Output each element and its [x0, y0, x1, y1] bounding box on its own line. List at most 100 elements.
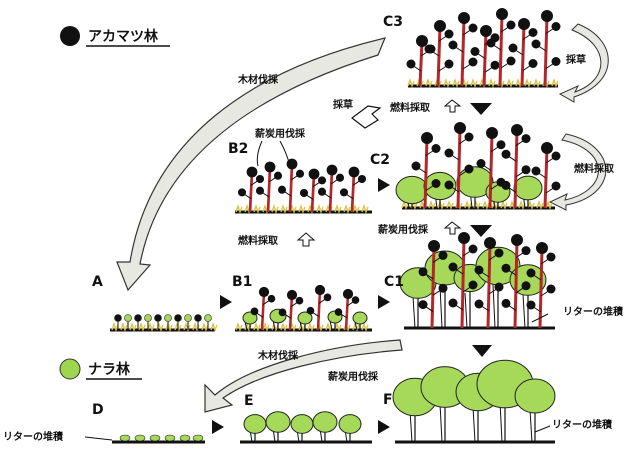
- pine-crown: [507, 57, 516, 66]
- pine-crown: [335, 308, 343, 316]
- right-arrow-d-e: [212, 420, 224, 434]
- seedling-crown: [175, 315, 182, 322]
- pine-crown: [541, 10, 553, 22]
- pine-crown: [428, 240, 440, 252]
- pine-crown: [412, 162, 421, 171]
- oak-crown: [244, 415, 266, 434]
- note-fuel-c3: 燃料採取: [390, 101, 431, 114]
- pine-crown: [445, 149, 454, 158]
- pine-crown: [407, 60, 416, 69]
- pine-crown: [309, 169, 320, 180]
- seedling-crown: [135, 435, 145, 441]
- oak-trunk: [413, 297, 415, 329]
- charcoal-arrow-c2: [445, 222, 460, 234]
- oak-crown: [514, 176, 542, 200]
- pine-crown: [318, 176, 326, 184]
- pine-crown: [502, 150, 511, 159]
- fuel-arrow-b2: [298, 233, 314, 246]
- pine-crown: [445, 60, 454, 69]
- note-charcoal-bottom: 薪炭用伐採: [328, 370, 379, 383]
- pine-crown: [278, 186, 286, 194]
- pine-crown: [541, 142, 553, 154]
- pine-crown: [296, 170, 304, 178]
- pine-crown: [265, 162, 276, 173]
- pine-crown: [416, 35, 428, 47]
- pine-crown: [475, 300, 484, 309]
- oak-crown: [291, 415, 313, 434]
- pine-crown: [469, 245, 478, 254]
- pine-crown: [287, 290, 297, 300]
- pine-trunk: [268, 167, 270, 212]
- pine-crown: [532, 40, 541, 49]
- grass-arrow: [352, 106, 380, 128]
- seedling-crown: [125, 315, 132, 322]
- seedling-crown: [115, 315, 122, 322]
- pine-crown: [465, 133, 474, 142]
- pine-crown: [471, 47, 480, 56]
- pine-crown: [477, 159, 486, 168]
- nara-legend-dot: [60, 359, 80, 379]
- down-arrow-c2-c1: [470, 225, 492, 237]
- pine-crown: [315, 285, 325, 295]
- oak-crown: [515, 379, 555, 413]
- pine-crown: [358, 175, 366, 183]
- pine-crown: [502, 181, 511, 190]
- pine-crown: [484, 237, 496, 249]
- right-arrow-b1-c1: [378, 295, 390, 309]
- seedling-crown: [195, 315, 202, 322]
- pine-trunk: [352, 172, 354, 212]
- note-timber-bottom: 木材伐採: [257, 349, 299, 362]
- oak-crown: [313, 412, 337, 432]
- pine-crown: [439, 284, 448, 293]
- pine-trunk: [420, 41, 422, 86]
- pine-crown: [495, 283, 504, 292]
- pine-crown: [279, 309, 287, 317]
- pine-crown: [324, 294, 332, 302]
- oak-crown: [266, 412, 290, 432]
- pine-crown: [445, 181, 454, 190]
- pine-crown: [458, 232, 470, 244]
- pine-crown: [502, 299, 511, 308]
- pine-crown: [495, 249, 504, 258]
- pine-crown: [432, 179, 441, 188]
- pine-crown: [340, 188, 348, 196]
- note-grass-right: 採草: [566, 53, 586, 66]
- pine-trunk: [515, 240, 517, 328]
- akamatsu-legend-label: アカマツ林: [88, 28, 158, 45]
- pine-crown: [352, 296, 360, 304]
- note-litter-f: リターの堆積: [552, 418, 613, 431]
- seedling-crown: [150, 435, 160, 441]
- pine-crown: [491, 61, 500, 70]
- pine-crown: [522, 281, 531, 290]
- seedling-crown: [135, 315, 142, 322]
- oak-trunk: [530, 410, 532, 442]
- pine-crown: [496, 8, 508, 20]
- pine-crown: [238, 188, 246, 196]
- pine-trunk: [330, 170, 332, 212]
- pine-crown: [527, 301, 536, 310]
- akamatsu-legend-dot: [60, 26, 80, 46]
- pine-crown: [522, 134, 531, 143]
- oak-crown: [339, 415, 361, 434]
- pine-crown: [318, 188, 326, 196]
- pine-crown: [256, 175, 264, 183]
- oak-trunk: [523, 294, 525, 328]
- pine-crown: [522, 246, 531, 255]
- pine-trunk: [250, 172, 252, 212]
- pine-crown: [434, 20, 446, 32]
- stage-label-b2: B2: [228, 141, 248, 157]
- pine-crown: [522, 165, 531, 174]
- pine-trunk: [462, 238, 464, 328]
- pine-trunk: [488, 243, 490, 328]
- pine-crown: [486, 127, 498, 139]
- pine-crown: [527, 269, 536, 278]
- stage-label-f: F: [383, 392, 393, 408]
- pine-crown: [552, 22, 561, 31]
- note-fuel-b2: 燃料採取: [238, 234, 279, 247]
- seedling-crown: [185, 315, 192, 322]
- pine-crown: [300, 189, 308, 197]
- seedling-crown: [155, 315, 162, 322]
- oak-trunk: [473, 407, 475, 442]
- pine-trunk: [515, 130, 517, 208]
